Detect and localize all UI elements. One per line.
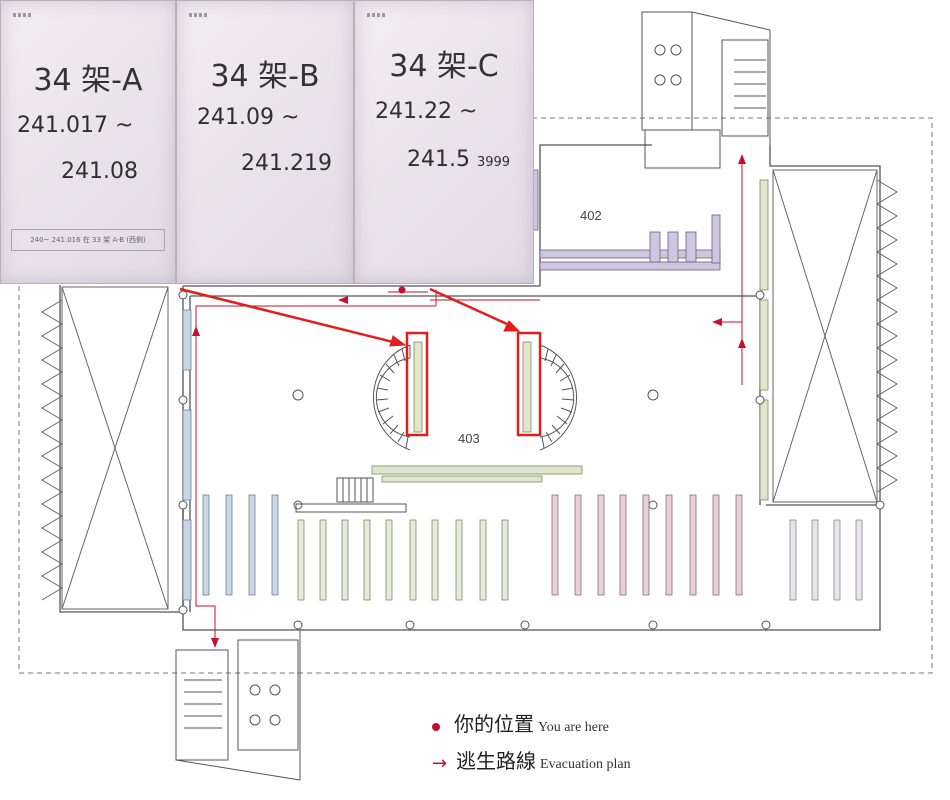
legend-you-are-here-en: You are here xyxy=(538,720,609,735)
sign-range-to: 241.219 xyxy=(241,151,332,176)
stack-row xyxy=(789,519,797,601)
sign-footnote: 240~ 241.016 在 33 架 A-B (西側) xyxy=(11,229,165,251)
shelf-34-left xyxy=(413,341,423,433)
columns xyxy=(178,290,885,630)
sign-range-from: 241.017 ~ xyxy=(17,113,134,138)
sign-34-a: 34 架-A 241.017 ~ 241.08 240~ 241.016 在 3… xyxy=(0,0,176,284)
stack-row xyxy=(619,494,627,596)
stack-row xyxy=(202,494,210,596)
stack-row xyxy=(319,519,327,601)
atrium-left xyxy=(41,286,169,610)
stack-row xyxy=(833,519,841,601)
shelf-34-right xyxy=(522,341,532,433)
site-boundary xyxy=(18,117,933,674)
shelf-34-left-highlight xyxy=(405,331,429,437)
legend-you-are-here-zh: 你的位置 xyxy=(454,712,534,736)
sign-clip-icon xyxy=(367,13,387,17)
spiral-staircase-right xyxy=(539,344,578,451)
sign-range-from: 241.09 ~ xyxy=(197,105,300,130)
sign-shelf-label: 34 架-B xyxy=(210,59,320,94)
stack-row xyxy=(855,519,863,601)
spiral-staircase-left xyxy=(372,344,411,451)
stack-row xyxy=(665,494,673,596)
evacuation-arrowheads xyxy=(192,154,746,648)
stack-row xyxy=(811,519,819,601)
stack-row xyxy=(501,519,509,601)
east-wall-shelves xyxy=(759,179,769,501)
sign-range-to: 241.5 3999 xyxy=(407,147,510,172)
sign-34-c: 34 架-C 241.22 ~ 241.5 3999 xyxy=(354,0,534,284)
stacks-blue xyxy=(202,494,279,596)
service-counter xyxy=(371,465,583,483)
stack-row xyxy=(385,519,393,601)
stack-row xyxy=(409,519,417,601)
location-dot-icon xyxy=(432,722,440,731)
sign-range-to: 241.08 xyxy=(61,159,138,184)
stacks-green xyxy=(297,519,509,601)
room-402-shelves xyxy=(529,169,721,271)
sign-clip-icon xyxy=(13,13,33,17)
stack-row xyxy=(735,494,743,596)
stack-row xyxy=(225,494,233,596)
stack-row xyxy=(248,494,256,596)
sign-shelf-label: 34 架-A xyxy=(33,63,143,98)
legend-evacuation-zh: 逃生路線 xyxy=(456,749,536,773)
stack-row xyxy=(297,519,305,601)
stack-row xyxy=(712,494,720,596)
stack-row xyxy=(479,519,487,601)
room-403-label: 403 xyxy=(458,431,480,446)
shelf-34-right-highlight xyxy=(516,331,542,437)
stack-row xyxy=(642,494,650,596)
evacuation-arrow-icon: → xyxy=(432,753,448,774)
west-wall-shelves xyxy=(182,309,192,601)
stack-row xyxy=(431,519,439,601)
sign-34-b: 34 架-B 241.09 ~ 241.219 xyxy=(176,0,354,284)
atrium-right xyxy=(772,169,898,503)
stack-row xyxy=(597,494,605,596)
stack-row xyxy=(341,519,349,601)
legend-evacuation: → 逃生路線 Evacuation plan xyxy=(432,745,631,774)
stack-row xyxy=(455,519,463,601)
pointer-arrows xyxy=(179,287,521,347)
stacks-grey xyxy=(789,519,863,601)
sign-range-to-main: 241.5 xyxy=(407,147,470,172)
stack-row xyxy=(689,494,697,596)
room-402-label: 402 xyxy=(580,208,602,223)
small-stair xyxy=(295,477,407,513)
sign-range-to-suffix: 3999 xyxy=(476,155,511,170)
you-are-here-marker xyxy=(398,286,406,294)
legend-you-are-here: 你的位置 You are here xyxy=(432,708,609,737)
sign-range-from: 241.22 ~ xyxy=(375,99,478,124)
stair-tower-top xyxy=(641,11,771,169)
legend-evacuation-en: Evacuation plan xyxy=(540,757,631,772)
stack-row xyxy=(574,494,582,596)
stacks-pink xyxy=(551,494,743,596)
stack-row xyxy=(271,494,279,596)
stack-row xyxy=(363,519,371,601)
sign-clip-icon xyxy=(189,13,209,17)
sign-shelf-label: 34 架-C xyxy=(389,49,499,84)
stack-row xyxy=(551,494,559,596)
stair-tower-bottom xyxy=(175,630,301,781)
